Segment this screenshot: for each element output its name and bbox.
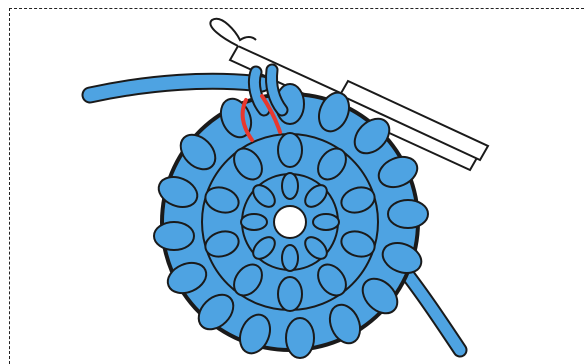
crochet-round-motif: [154, 84, 428, 358]
center-ring-hole: [274, 206, 306, 238]
